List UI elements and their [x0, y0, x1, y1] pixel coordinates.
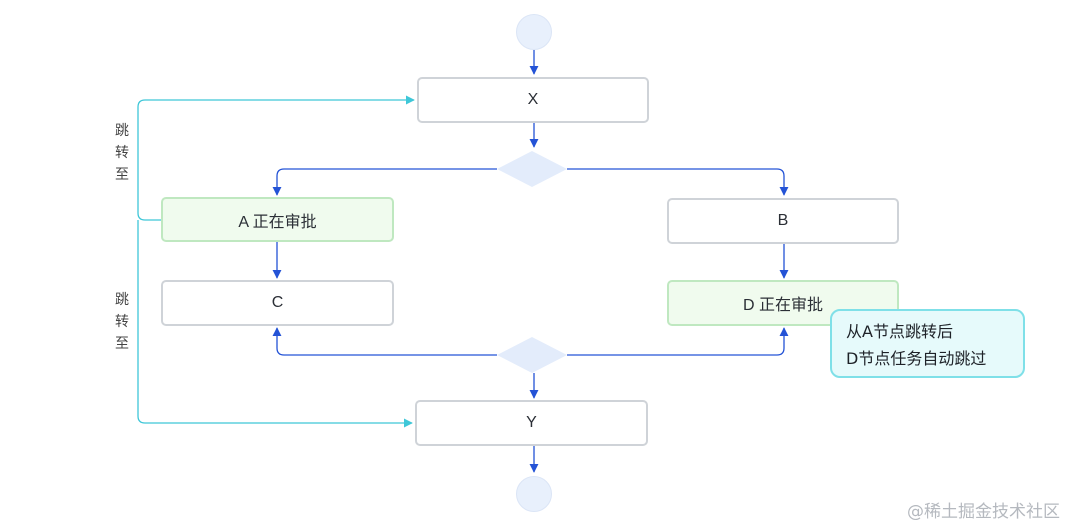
arrow-gateway-to-c [272, 327, 497, 356]
jump-label-upper: 跳 转 至 [114, 120, 130, 186]
arrow-gateway-to-d [567, 327, 789, 356]
end-event [516, 476, 552, 512]
note-line-2: D节点任务自动跳过 [846, 349, 987, 368]
jump-line-to-x [137, 95, 415, 221]
start-event [516, 14, 552, 50]
gateway-split [497, 151, 567, 187]
jump-label-char: 跳 [115, 292, 129, 308]
jump-label-char: 转 [115, 314, 129, 330]
jump-label-char: 至 [115, 336, 129, 352]
node-y[interactable]: Y [415, 400, 648, 446]
jump-connectors [137, 95, 415, 428]
node-y-label: Y [526, 414, 537, 431]
watermark: @稀土掘金技术社区 [907, 502, 1060, 522]
jump-label-char: 跳 [115, 123, 129, 139]
node-a[interactable]: A 正在审批 [161, 197, 394, 242]
jump-label-char: 转 [115, 145, 129, 161]
note-line-1: 从A节点跳转后 [846, 322, 953, 341]
node-c[interactable]: C [161, 280, 394, 326]
jump-label-lower: 跳 转 至 [114, 289, 130, 355]
node-x-label: X [527, 91, 539, 108]
node-x[interactable]: X [417, 77, 649, 123]
node-b[interactable]: B [667, 198, 899, 244]
jump-label-char: 至 [115, 167, 129, 183]
gateway-join [497, 337, 567, 373]
node-c-label: C [271, 294, 284, 311]
node-a-label: A 正在审批 [238, 213, 317, 231]
jump-line-to-y [137, 220, 413, 428]
node-d-label: D 正在审批 [742, 297, 823, 314]
annotation-note: 从A节点跳转后 D节点任务自动跳过 [830, 309, 1025, 378]
arrow-gateway-to-b [567, 168, 789, 196]
flow-connectors-blue [272, 50, 789, 473]
arrow-gateway-to-a [272, 168, 497, 196]
node-b-label: B [777, 212, 789, 229]
